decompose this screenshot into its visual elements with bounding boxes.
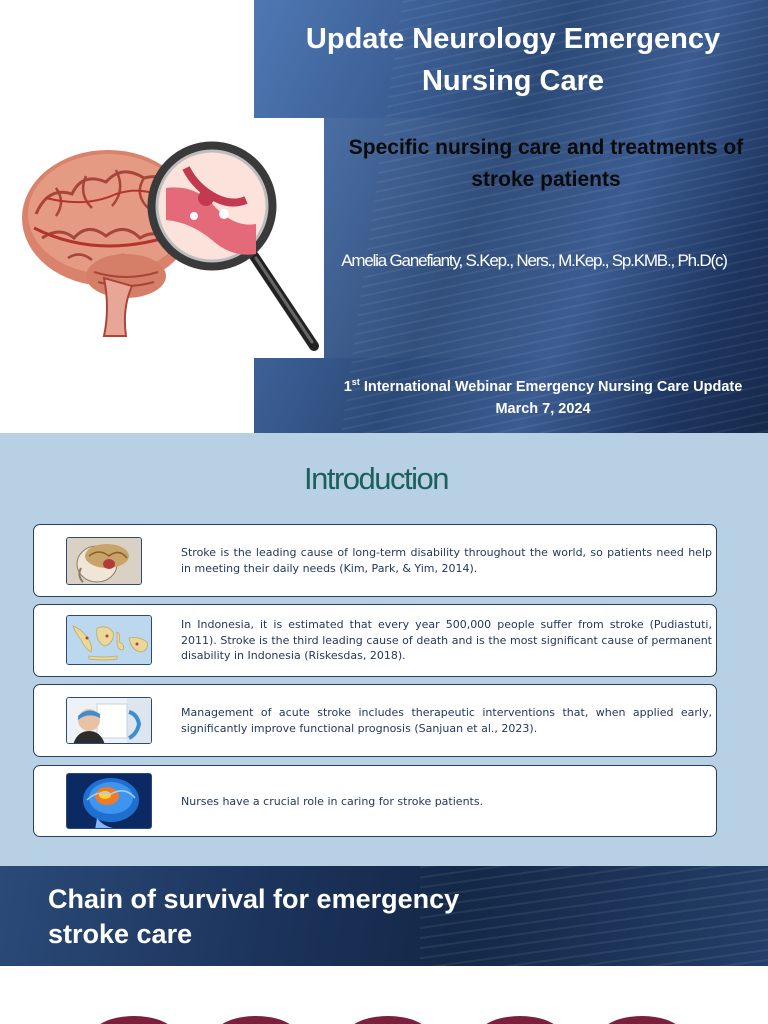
brain-magnifier-icon — [22, 141, 319, 351]
intro-card: Stroke is the leading cause of long-term… — [33, 524, 717, 597]
title-slide-background — [254, 0, 768, 433]
chain-step — [346, 1016, 430, 1024]
chain-step — [92, 1016, 176, 1024]
intro-card-text: Stroke is the leading cause of long-term… — [181, 546, 712, 575]
introduction-title: Introduction — [304, 461, 450, 496]
brain-illustration-panel — [16, 118, 324, 358]
chain-step — [214, 1016, 298, 1024]
webinar-info: 1st International Webinar Emergency Nurs… — [310, 371, 768, 420]
webinar-date: March 7, 2024 — [495, 400, 591, 417]
chain-of-survival-title: Chain of survival for emergency stroke c… — [48, 884, 460, 949]
presentation-title: Update Neurology Emergency Nursing Care — [305, 23, 721, 97]
webinar-ordinal: 1 — [343, 378, 352, 395]
brain-scan-icon — [66, 773, 152, 829]
author-name: Amelia Ganefianty, S.Kep., Ners., M.Kep.… — [341, 251, 728, 270]
chain-step — [600, 1016, 684, 1024]
brain-anatomy-icon — [66, 537, 142, 585]
title-slide: Update Neurology Emergency Nursing Care — [0, 0, 768, 433]
intro-card-text: Management of acute stroke includes ther… — [181, 706, 712, 735]
webinar-ordinal-suffix: st — [351, 377, 360, 387]
intro-card: In Indonesia, it is estimated that every… — [33, 604, 717, 677]
chain-step — [478, 1016, 562, 1024]
patient-treatment-icon — [66, 697, 152, 744]
intro-card-text: Nurses have a crucial role in caring for… — [181, 795, 484, 808]
introduction-slide: Introduction Stroke is the leading cause… — [0, 433, 768, 866]
webinar-title: International Webinar Emergency Nursing … — [363, 378, 743, 395]
chain-of-survival-slide: Chain of survival for emergency stroke c… — [0, 866, 768, 1024]
intro-card: Management of acute stroke includes ther… — [33, 684, 717, 757]
webinar-line: 1st International Webinar Emergency Nurs… — [310, 371, 768, 398]
intro-card: Nurses have a crucial role in caring for… — [33, 765, 717, 837]
presentation-subtitle: Specific nursing care and treatments of … — [348, 136, 744, 191]
chain-of-survival-header — [0, 866, 768, 966]
intro-card-text: In Indonesia, it is estimated that every… — [181, 618, 712, 662]
indonesia-map-icon — [66, 615, 152, 665]
